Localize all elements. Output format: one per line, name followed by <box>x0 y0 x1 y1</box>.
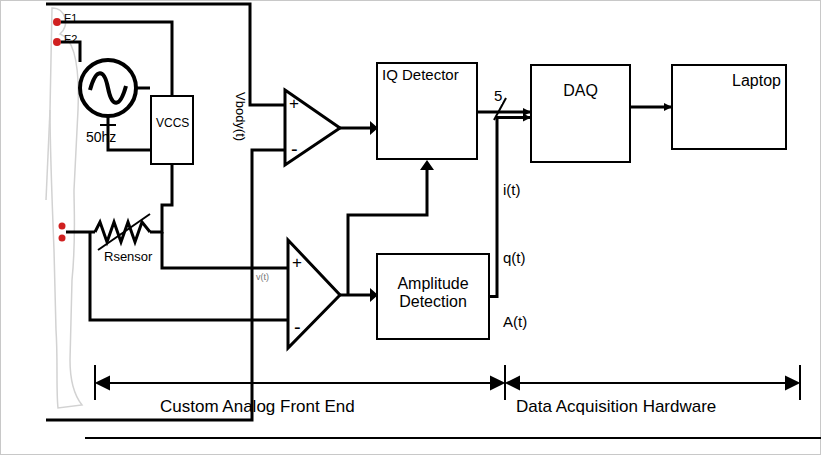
text-label: Vbody(t) <box>233 92 247 141</box>
opamp-symbol <box>288 240 340 348</box>
process-box: IQ Detector <box>376 62 478 160</box>
source-minus <box>100 124 116 126</box>
connector-arrow <box>478 111 530 114</box>
wire <box>46 150 285 420</box>
wire <box>340 127 370 130</box>
bracket-line <box>97 382 798 384</box>
text-label: + <box>292 254 302 273</box>
text-label: 50hz <box>86 130 116 145</box>
connector-arrow <box>490 118 530 297</box>
box-label: DAQ <box>536 82 625 100</box>
bracket-tick <box>95 365 800 400</box>
wires <box>46 4 427 420</box>
electrodes <box>53 18 66 242</box>
electrode-e1 <box>53 18 61 26</box>
bracket-arrowhead <box>97 377 798 389</box>
ac-source-symbol <box>80 60 136 116</box>
text-label: - <box>291 138 298 160</box>
arm-outline <box>46 110 50 200</box>
body-outline <box>50 8 82 408</box>
process-box: DAQ <box>530 64 631 163</box>
process-box: Laptop <box>671 64 787 150</box>
electrode-leg <box>59 223 66 230</box>
box-label: Amplitude Detection <box>382 275 484 312</box>
text-label: q(t) <box>503 250 526 267</box>
box-label: IQ Detector <box>382 66 472 83</box>
box-label: VCCS <box>156 117 188 131</box>
text-label: Custom Analog Front End <box>160 398 355 417</box>
text-label: v(t) <box>256 273 269 283</box>
baseline-rule <box>85 437 821 439</box>
wire <box>90 232 288 320</box>
wire <box>136 87 150 90</box>
sine-wave-symbol <box>90 73 126 103</box>
electrode-leg <box>59 235 66 242</box>
text-label: i(t) <box>503 182 521 199</box>
text-label: + <box>289 95 299 114</box>
wire <box>150 165 172 232</box>
text-label: E1 <box>64 12 77 24</box>
text-label: A(t) <box>503 314 527 331</box>
text-label: Data Acquisition Hardware <box>516 398 716 417</box>
text-label: - <box>294 316 301 338</box>
process-box: VCCS <box>150 95 194 165</box>
text-label: Rsensor <box>104 250 152 264</box>
wire <box>340 294 370 297</box>
process-box: Amplitude Detection <box>376 253 490 340</box>
text-label: E2 <box>64 33 77 45</box>
box-label: Laptop <box>677 72 781 90</box>
body-figure <box>46 8 82 408</box>
wire <box>162 232 288 268</box>
opamp-symbol <box>285 90 340 165</box>
connector-arrow <box>631 106 671 109</box>
resistor-variable-arrow <box>98 214 150 250</box>
dimension-brackets <box>85 365 821 438</box>
bus-width-label: 5 <box>494 88 502 105</box>
electrode-e2 <box>53 38 61 46</box>
